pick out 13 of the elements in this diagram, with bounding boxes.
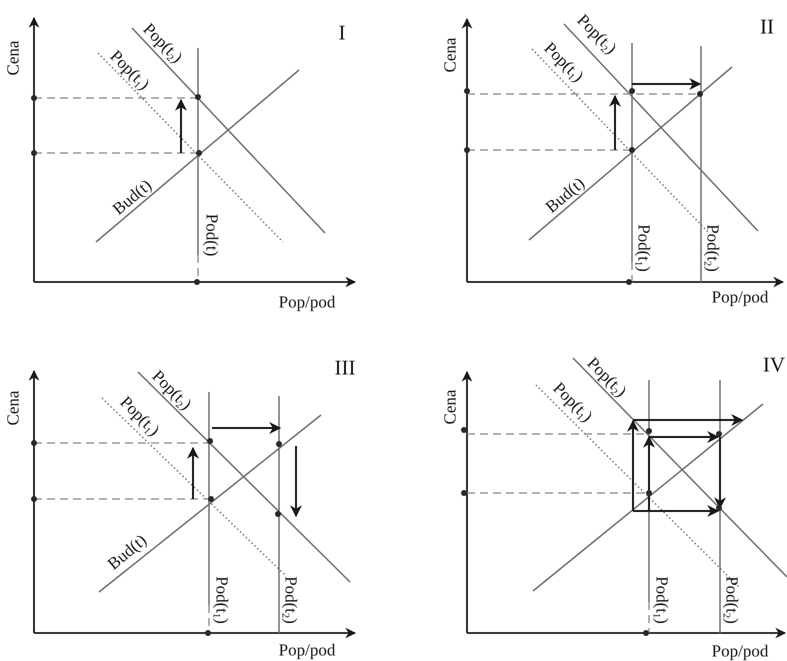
axis-label: Cena (4, 40, 22, 76)
panel-numeral: III (334, 358, 356, 378)
panel-numeral: I (338, 22, 346, 44)
axis-label: Pop/pod (278, 642, 336, 658)
axis-label: Cena (442, 390, 458, 424)
axis-label: Pop/pod (712, 642, 768, 660)
axis-label: Cena (4, 390, 22, 426)
panel-numeral: II (760, 16, 774, 38)
curve-label: Pod(t) (204, 214, 220, 256)
axis-label: Cena (442, 38, 458, 72)
axis-label: Pop/pod (712, 288, 768, 306)
axis-label: Pop/pod (278, 294, 336, 310)
panel-numeral: IV (762, 354, 786, 376)
